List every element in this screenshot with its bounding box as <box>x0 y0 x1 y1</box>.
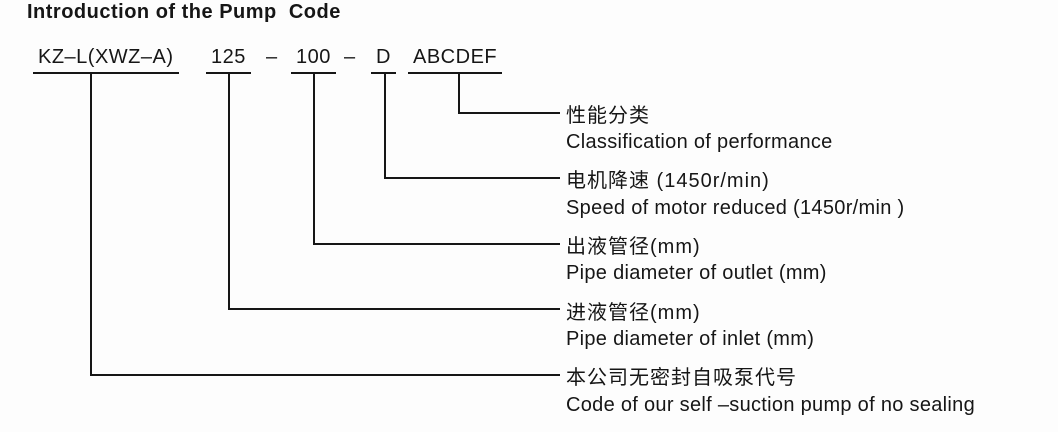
label-motor-speed-zh: 电机降速 (1450r/min) <box>566 170 770 192</box>
label-company-code-en: Code of our self –suction pump of no sea… <box>566 394 976 416</box>
label-outlet-diameter-en: Pipe diameter of outlet (mm) <box>566 262 827 284</box>
code-segment-outlet-diameter: 100 <box>291 46 336 74</box>
code-segment-company: KZ–L(XWZ–A) <box>33 46 179 74</box>
label-motor-speed-en: Speed of motor reduced (1450r/min ) <box>566 197 905 219</box>
label-performance-class-zh: 性能分类 <box>566 105 650 127</box>
label-performance-class-en: Classification of performance <box>566 131 833 153</box>
code-segment-inlet-diameter: 125 <box>206 46 251 74</box>
connector-line-motor-speed <box>384 72 560 179</box>
code-segment-motor-speed: D <box>371 46 396 74</box>
code-separator-dash: – <box>344 46 356 68</box>
code-segment-performance-class: ABCDEF <box>408 46 503 74</box>
label-company-code-zh: 本公司无密封自吸泵代号 <box>566 367 797 389</box>
label-outlet-diameter-zh: 出液管径(mm) <box>566 236 701 258</box>
page-title: Introduction of the Pump Code <box>27 1 341 23</box>
connector-line-company-code <box>90 72 560 376</box>
code-separator-dash: – <box>266 46 278 68</box>
label-inlet-diameter-en: Pipe diameter of inlet (mm) <box>566 328 815 350</box>
connector-line-inlet-diameter <box>228 72 560 310</box>
connector-line-performance-class <box>458 72 560 114</box>
connector-line-outlet-diameter <box>313 72 560 245</box>
label-inlet-diameter-zh: 进液管径(mm) <box>566 302 701 324</box>
